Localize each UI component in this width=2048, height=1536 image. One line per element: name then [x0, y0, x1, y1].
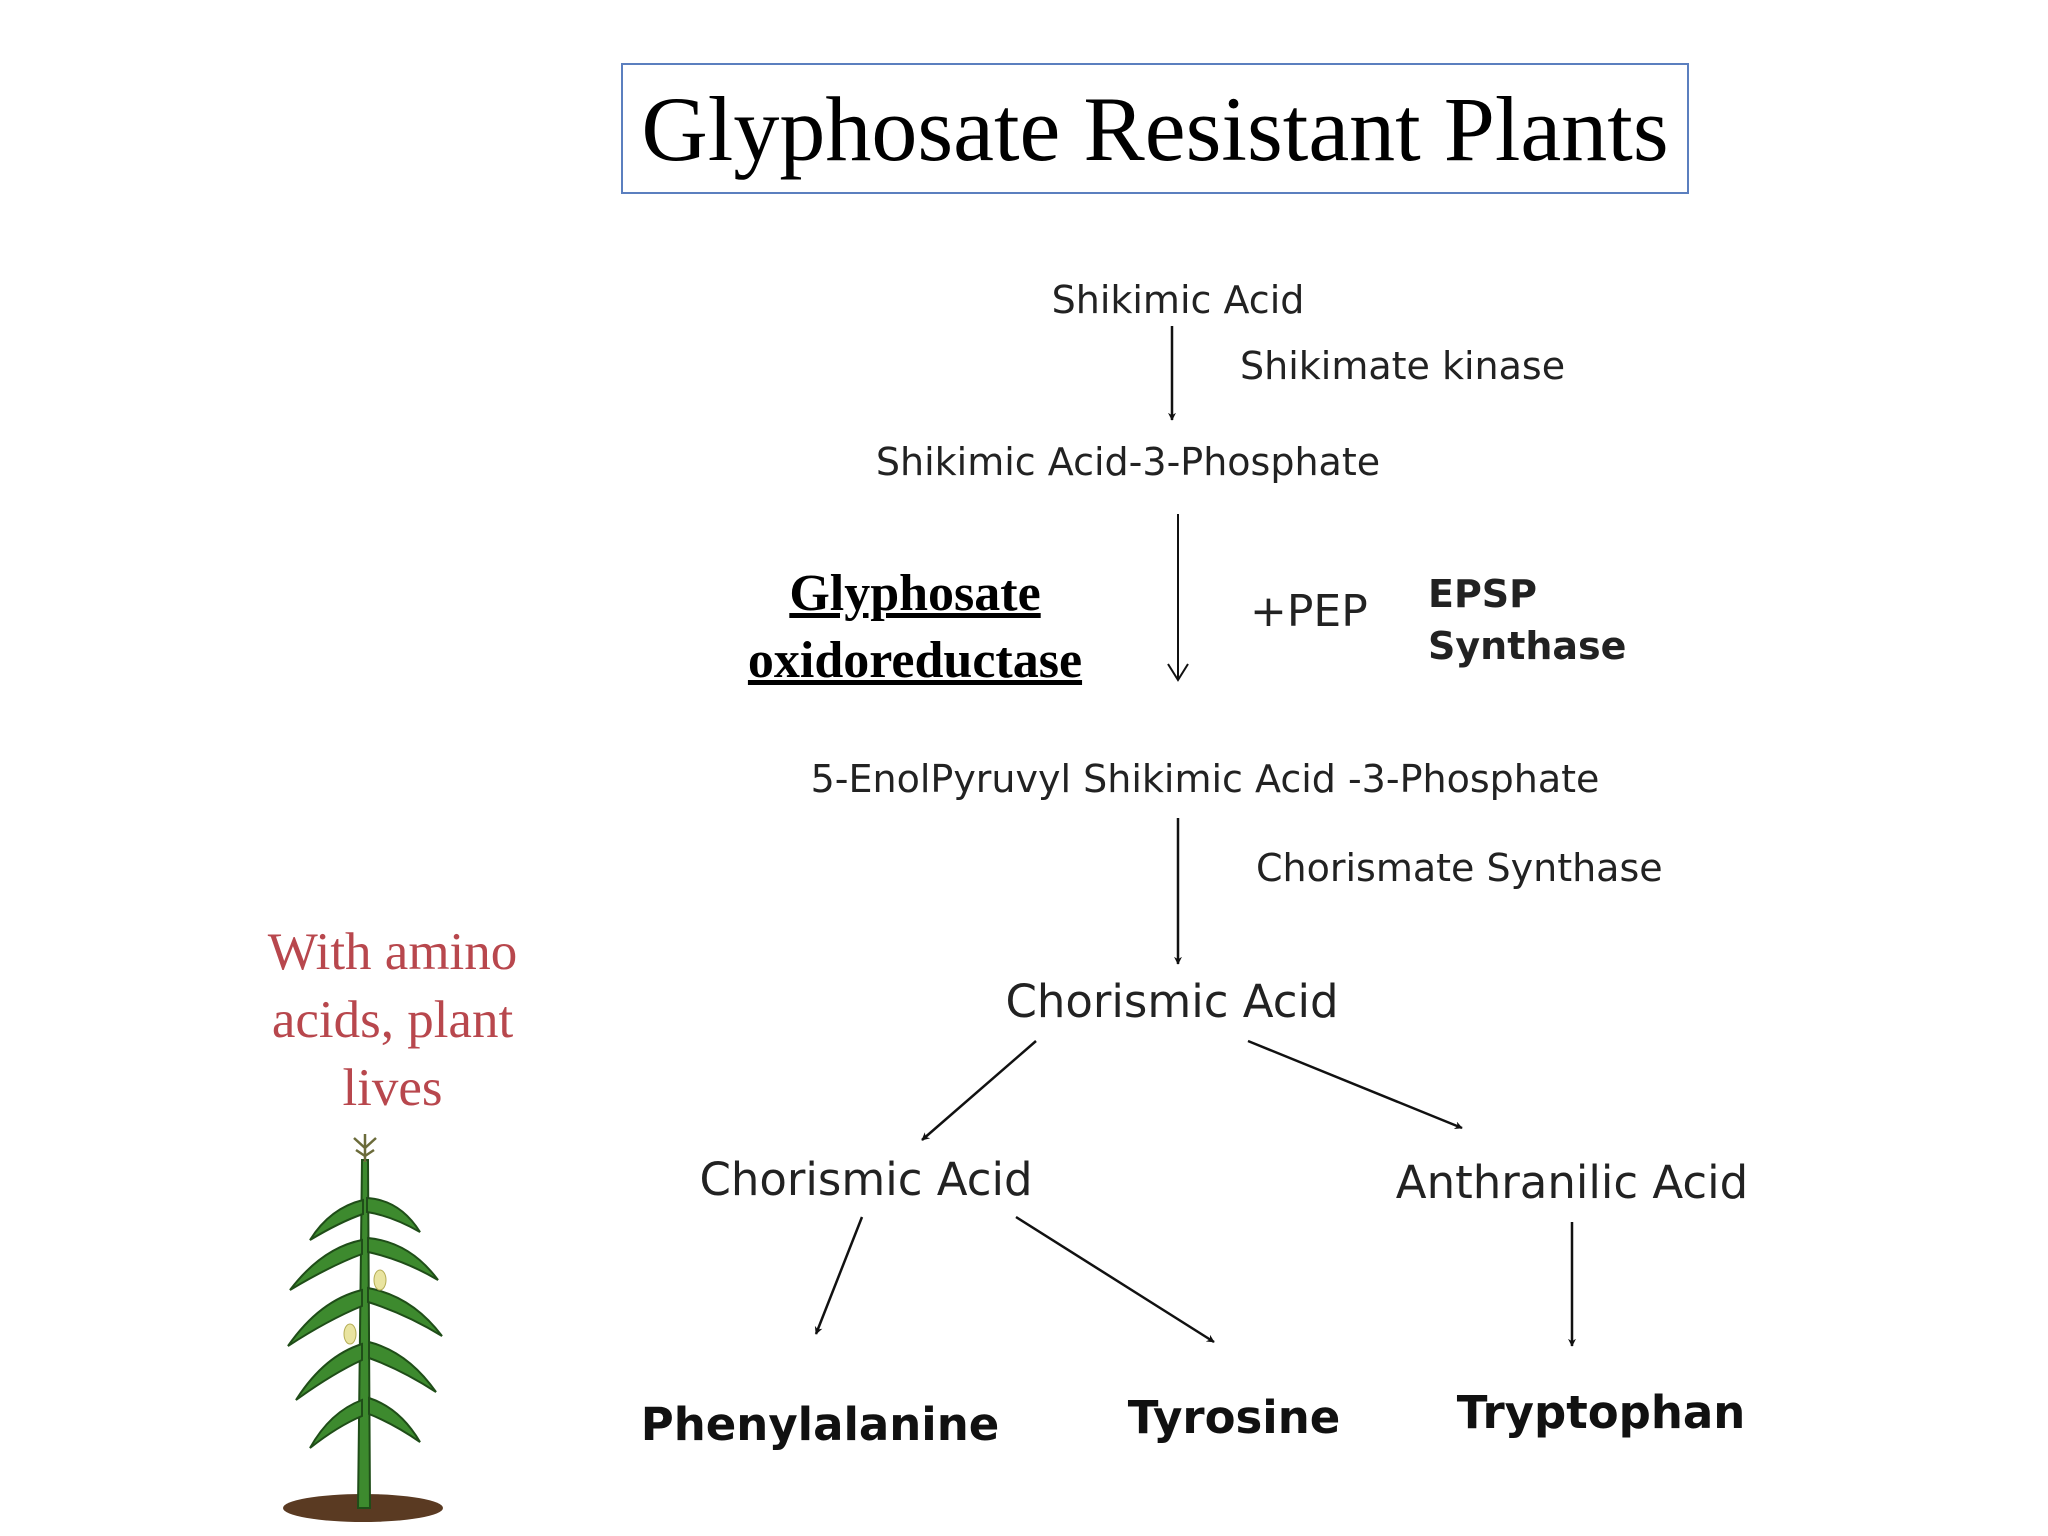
arrow-branch-to-phenylalanine — [814, 1216, 864, 1335]
product-tryptophan: Tryptophan — [1456, 1386, 1746, 1439]
side-note-line3: lives — [342, 1059, 443, 1117]
node-shikimic-acid: Shikimic Acid — [1051, 278, 1305, 322]
glyphosate-label-line2: oxidoreductase — [747, 632, 1083, 689]
arrow-chorismic-to-branch — [921, 1040, 1037, 1141]
glyphosate-oxidoreductase-label: Glyphosate oxidoreductase — [700, 560, 1130, 694]
tassel — [353, 1134, 377, 1162]
page-title: Glyphosate Resistant Plants — [621, 63, 1689, 194]
side-note: With amino acids, plant lives — [230, 918, 555, 1122]
arrow-s3p-to-epsp — [1167, 514, 1189, 682]
glyphosate-label-line1: Glyphosate — [789, 565, 1041, 622]
node-anthranilic-acid: Anthranilic Acid — [1395, 1156, 1749, 1209]
corn-plant-illustration — [283, 1134, 443, 1522]
arrow-branch-to-tyrosine — [1015, 1215, 1215, 1344]
node-chorismic-acid-main: Chorismic Acid — [1005, 975, 1339, 1028]
arrow-chorismic-to-anthranilic — [1247, 1039, 1463, 1130]
pep-label: +PEP — [1250, 586, 1368, 637]
plant-leaves — [287, 1196, 443, 1449]
node-enolpyruvyl-shikimic-acid-3-phosphate: 5-EnolPyruvyl Shikimic Acid -3-Phosphate — [810, 757, 1600, 801]
corn-silk — [343, 1269, 387, 1345]
product-tyrosine: Tyrosine — [1127, 1391, 1341, 1444]
side-note-line1: With amino — [267, 923, 518, 981]
enzyme-shikimate-kinase: Shikimate kinase — [1240, 344, 1566, 388]
epsp-line1: EPSP — [1428, 572, 1538, 616]
node-chorismic-acid-branch: Chorismic Acid — [699, 1153, 1033, 1206]
node-shikimic-acid-3-phosphate: Shikimic Acid-3-Phosphate — [875, 440, 1381, 484]
enzyme-chorismate-synthase: Chorismate Synthase — [1256, 846, 1663, 890]
epsp-line2: Synthase — [1428, 624, 1627, 668]
enzyme-epsp-synthase: EPSP Synthase — [1428, 568, 1626, 672]
product-phenylalanine: Phenylalanine — [640, 1398, 1000, 1451]
side-note-line2: acids, plant — [271, 991, 514, 1049]
